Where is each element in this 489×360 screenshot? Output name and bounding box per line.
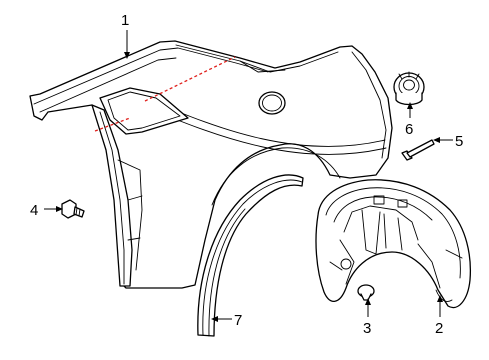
callout-5: 5 [433, 133, 463, 150]
section-cut-line-lower [94, 117, 131, 132]
callout-1: 1 [121, 12, 130, 59]
callout-7: 7 [211, 312, 242, 329]
arrowhead-7 [211, 316, 218, 322]
callout-2: 2 [435, 295, 443, 337]
callout-3: 3 [363, 298, 371, 337]
arrowhead-4 [56, 206, 63, 212]
arrowhead-6 [407, 102, 413, 109]
callout-label-6: 6 [405, 121, 413, 138]
callout-label-5: 5 [455, 133, 463, 150]
wheelhouse-liner [315, 179, 472, 309]
callout-label-3: 3 [363, 320, 371, 337]
callout-label-7: 7 [234, 312, 242, 329]
arrowhead-5 [433, 137, 440, 143]
section-cut-line-upper [144, 56, 236, 102]
callout-label-4: 4 [30, 202, 38, 219]
arrowhead-1 [124, 52, 130, 59]
arrowhead-2 [437, 295, 443, 302]
callout-label-1: 1 [121, 12, 129, 29]
callout-6: 6 [405, 102, 413, 138]
arrowhead-3 [365, 298, 371, 305]
fuel-filler-housing [393, 71, 425, 106]
stud-pin [401, 139, 435, 161]
wheel-opening-molding [197, 174, 304, 337]
callout-4: 4 [30, 202, 63, 219]
callout-label-2: 2 [435, 320, 443, 337]
bolt [61, 199, 85, 219]
push-pin-retainer [357, 284, 375, 301]
quarter-panel [29, 40, 393, 289]
